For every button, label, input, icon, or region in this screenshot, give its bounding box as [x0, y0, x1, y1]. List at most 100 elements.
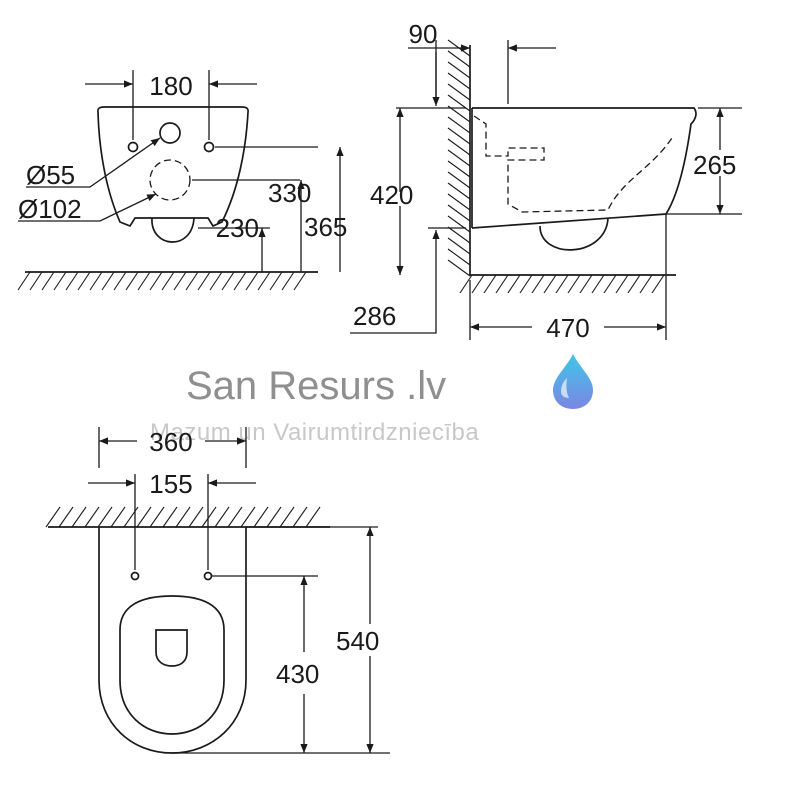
top-view: 360 155 430 540: [45, 427, 390, 754]
hatch-stroke: [175, 506, 191, 528]
water-drop-icon: [553, 354, 593, 409]
hatch-stroke: [253, 506, 269, 528]
fixing-hole-right: [203, 141, 215, 153]
hatch-stroke: [579, 274, 593, 294]
dim-wall-offset: 90: [409, 19, 438, 49]
hatch-stroke: [507, 274, 521, 294]
hatch-stroke: [543, 274, 557, 294]
hatch-stroke: [305, 506, 321, 528]
top-outlet: [155, 629, 188, 667]
hatch-stroke: [447, 204, 471, 222]
hatch-stroke: [197, 271, 211, 291]
hatch-stroke: [269, 271, 283, 291]
hatch-stroke: [113, 271, 127, 291]
hatch-stroke: [483, 274, 497, 294]
hatch-stroke: [17, 271, 31, 291]
hatch-stroke: [459, 274, 473, 294]
fixing-hole-left: [127, 141, 139, 153]
hatch-stroke: [555, 274, 569, 294]
dim-top-length: 540: [336, 626, 379, 656]
hatch-stroke: [89, 271, 103, 291]
watermark-title: San Resurs .lv: [186, 364, 446, 408]
hatch-stroke: [29, 271, 43, 291]
hatch-stroke: [447, 171, 471, 189]
hatch-stroke: [53, 271, 67, 291]
hatch-stroke: [201, 506, 217, 528]
hatch-stroke: [591, 274, 605, 294]
hatch-stroke: [123, 506, 139, 528]
hatch-stroke: [447, 72, 471, 90]
hatch-stroke: [221, 271, 235, 291]
hatch-stroke: [447, 160, 471, 178]
hatch-stroke: [447, 193, 471, 211]
dim-fixing-to-front: 430: [276, 659, 319, 689]
hatch-stroke: [266, 506, 282, 528]
hatch-stroke: [173, 271, 187, 291]
hatch-stroke: [125, 271, 139, 291]
hatch-stroke: [447, 83, 471, 101]
hatch-stroke: [136, 506, 152, 528]
dim-projection: 470: [546, 313, 589, 343]
side-bowl-outline: [471, 107, 697, 229]
hatch-stroke: [227, 506, 243, 528]
hatch-stroke: [84, 506, 100, 528]
hatch-stroke: [281, 271, 295, 291]
front-outlet-spigot: [151, 217, 195, 243]
hatch-stroke: [245, 271, 259, 291]
dim-side-outlet-height: 286: [353, 301, 396, 331]
hatch-stroke: [65, 271, 79, 291]
hatch-stroke: [71, 506, 87, 528]
hatch-stroke: [97, 506, 113, 528]
hatch-stroke: [651, 274, 665, 294]
watermark: San Resurs .lv Mazum un Vairumtirdzniecī…: [150, 354, 593, 446]
hatch-stroke: [495, 274, 509, 294]
front-view: 180 Ø55 Ø102 230 330 365: [17, 70, 347, 291]
hatch-stroke: [639, 274, 653, 294]
side-floor-hatch: [459, 274, 665, 294]
hatch-stroke: [447, 116, 471, 134]
hatch-stroke: [447, 259, 471, 277]
hatch-stroke: [531, 274, 545, 294]
dim-bowl-height: 265: [693, 150, 736, 180]
hatch-stroke: [101, 271, 115, 291]
top-inner-bowl: [119, 595, 225, 735]
watermark-subtitle: Mazum un Vairumtirdzniecība: [150, 419, 479, 446]
hatch-stroke: [447, 138, 471, 156]
side-view: 90 420 286 265 470: [350, 19, 742, 343]
dim-inlet-diameter: Ø102: [18, 194, 82, 224]
hatch-stroke: [615, 274, 629, 294]
hatch-stroke: [149, 271, 163, 291]
top-wall-hatch: [45, 506, 321, 528]
dim-top-width: 360: [149, 427, 192, 457]
hatch-stroke: [447, 182, 471, 200]
hatch-stroke: [233, 271, 247, 291]
hatch-stroke: [447, 94, 471, 112]
hatch-stroke: [603, 274, 617, 294]
hatch-stroke: [185, 271, 199, 291]
hatch-stroke: [447, 127, 471, 145]
hatch-stroke: [447, 237, 471, 255]
hatch-stroke: [519, 274, 533, 294]
hatch-stroke: [627, 274, 641, 294]
front-bowl-outline: [97, 106, 249, 228]
hatch-stroke: [567, 274, 581, 294]
hatch-stroke: [471, 274, 485, 294]
outlet-circle: [159, 122, 181, 144]
hatch-stroke: [447, 50, 471, 68]
top-fixing-hole-right: [203, 571, 213, 581]
hatch-stroke: [110, 506, 126, 528]
hatch-stroke: [162, 506, 178, 528]
hatch-stroke: [188, 506, 204, 528]
dim-inlet-height: 330: [268, 178, 311, 208]
hatch-stroke: [149, 506, 165, 528]
hatch-stroke: [447, 61, 471, 79]
hatch-stroke: [240, 506, 256, 528]
dim-outlet-diameter: Ø55: [26, 160, 75, 190]
dim-top-fixing-spacing: 155: [149, 469, 192, 499]
hatch-stroke: [161, 271, 175, 291]
hatch-stroke: [447, 226, 471, 244]
hatch-stroke: [447, 215, 471, 233]
dim-front-outlet-height: 230: [216, 213, 259, 243]
inlet-circle: [149, 159, 191, 201]
